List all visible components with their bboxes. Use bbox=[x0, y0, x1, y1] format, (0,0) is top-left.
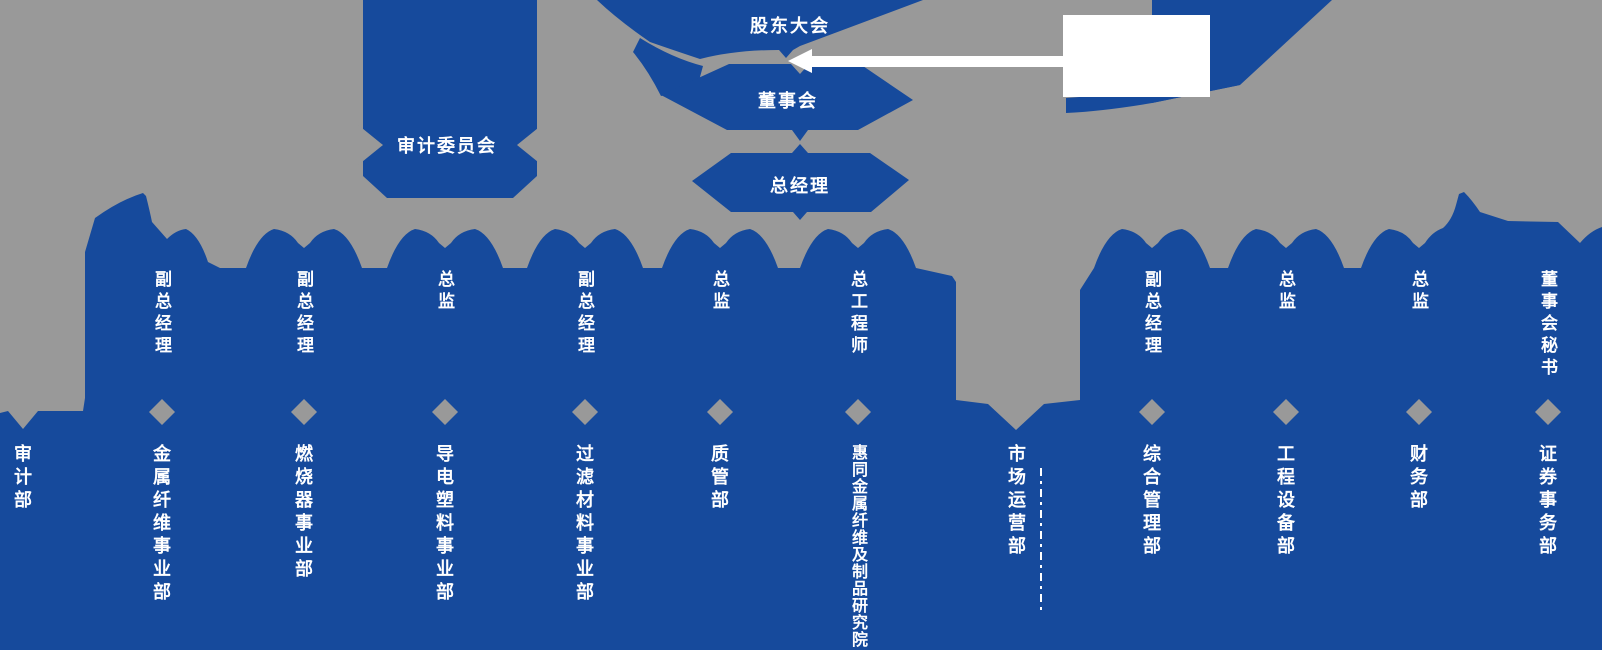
node-label-audit-committee: 审计委员会 bbox=[397, 136, 497, 156]
diamond-connector bbox=[291, 399, 317, 425]
node-shape-shareholders bbox=[597, 0, 923, 59]
department-label: 证券事务部 bbox=[1537, 444, 1557, 559]
department-label: 惠同金属纤维及制品研究院 bbox=[849, 444, 866, 648]
department-label: 导电塑料事业部 bbox=[434, 444, 454, 605]
diamond-connector bbox=[845, 399, 871, 425]
position-label: 副总经理 bbox=[152, 270, 171, 358]
audit-ribbon-bevel-right bbox=[513, 176, 537, 198]
department-label: 过滤材料事业部 bbox=[574, 444, 594, 605]
connector-wing-left bbox=[633, 38, 703, 96]
node-label-general-manager: 总经理 bbox=[770, 176, 830, 196]
position-label: 副总经理 bbox=[1142, 270, 1161, 358]
main-band-shape bbox=[0, 192, 1602, 650]
node-shape-board bbox=[661, 64, 913, 141]
department-label: 财务部 bbox=[1408, 444, 1428, 513]
department-label: 工程设备部 bbox=[1275, 444, 1295, 559]
department-label: 市场运营部 bbox=[1006, 444, 1026, 559]
position-label: 副总经理 bbox=[575, 270, 594, 358]
node-label-shareholders: 股东大会 bbox=[750, 16, 830, 36]
department-label: 综合管理部 bbox=[1141, 444, 1161, 559]
position-label: 副总经理 bbox=[294, 270, 313, 358]
position-label: 总监 bbox=[435, 270, 454, 314]
diamond-connector bbox=[1535, 399, 1561, 425]
node-shape-general-manager bbox=[692, 144, 909, 220]
department-label: 质管部 bbox=[709, 444, 729, 513]
diamond-connector bbox=[1406, 399, 1432, 425]
position-label: 总监 bbox=[710, 270, 729, 314]
diamond-connector bbox=[1273, 399, 1299, 425]
diamond-connector bbox=[149, 399, 175, 425]
diamond-connector bbox=[707, 399, 733, 425]
audit-ribbon-notch-right bbox=[517, 124, 543, 166]
white-arrow-shaft bbox=[812, 56, 1065, 67]
position-label: 总监 bbox=[1409, 270, 1428, 314]
position-label: 总监 bbox=[1276, 270, 1295, 314]
department-label: 金属纤维事业部 bbox=[151, 444, 171, 605]
position-label: 董事会秘书 bbox=[1538, 270, 1557, 380]
diamond-connector bbox=[1139, 399, 1165, 425]
white-arrow-head-icon bbox=[788, 49, 812, 73]
audit-ribbon-notch-left bbox=[357, 124, 383, 166]
position-label: 总工程师 bbox=[848, 270, 867, 358]
diamond-connector bbox=[572, 399, 598, 425]
department-label: 审计部 bbox=[12, 444, 32, 513]
node-shape-audit-committee bbox=[363, 0, 537, 198]
department-label: 燃烧器事业部 bbox=[293, 444, 313, 582]
node-label-board: 董事会 bbox=[758, 91, 818, 111]
connector-diamonds bbox=[149, 399, 1561, 425]
diamond-connector bbox=[432, 399, 458, 425]
white-callout-box bbox=[1063, 15, 1210, 97]
audit-ribbon-bevel-left bbox=[363, 176, 387, 198]
